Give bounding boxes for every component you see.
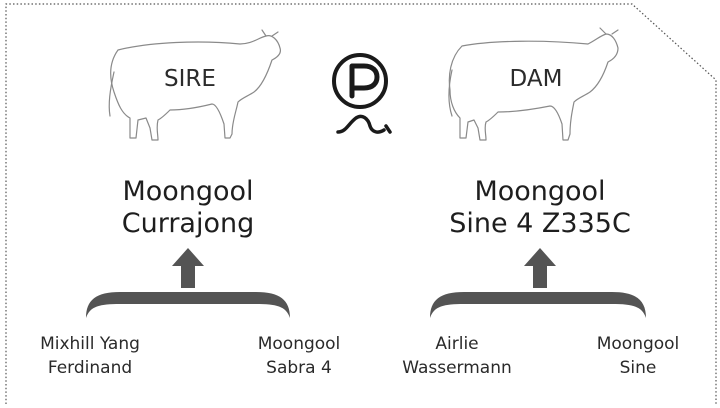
dam-bracket-arrow bbox=[430, 248, 646, 318]
sire-tag: SIRE bbox=[164, 66, 216, 92]
dam-parent-2: Moongool Sine bbox=[596, 334, 680, 378]
dam-tag: DAM bbox=[509, 66, 563, 92]
dam-name: Moongool Sine 4 Z335C bbox=[449, 176, 631, 240]
dam-parent-1: Airlie Wassermann bbox=[402, 334, 512, 378]
sire-bracket-arrow bbox=[86, 248, 290, 318]
polled-p-logo-icon bbox=[332, 53, 392, 134]
bull-outline-icon bbox=[108, 29, 281, 141]
sire-name: Moongool Currajong bbox=[121, 176, 255, 240]
sire-parent-2: Moongool Sabra 4 bbox=[257, 334, 341, 378]
dotted-frame bbox=[5, 3, 717, 404]
sire-parent-1: Mixhill Yang Ferdinand bbox=[40, 334, 140, 378]
cow-outline-icon bbox=[448, 27, 619, 141]
